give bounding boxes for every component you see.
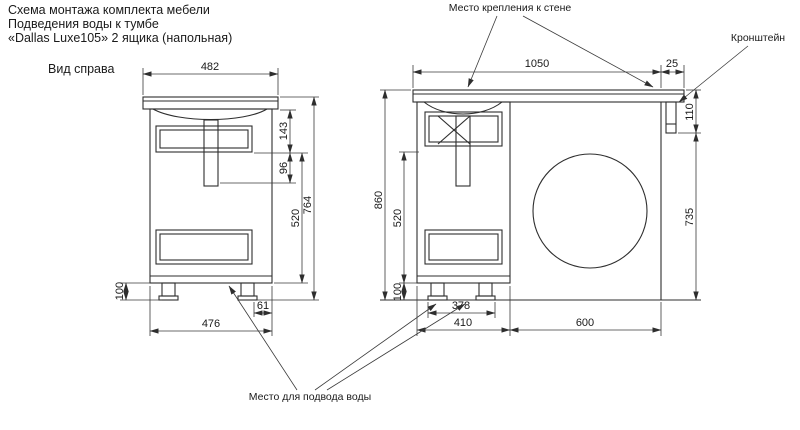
dim-410: 410	[454, 317, 472, 329]
wall-mount-label: Место крепления к стене	[449, 2, 572, 14]
side-countertop	[142, 96, 279, 110]
dim-735: 735	[684, 208, 696, 226]
header: Схема монтажа комплекта мебели Подведени…	[8, 3, 232, 76]
side-right-leg	[240, 282, 255, 297]
side-upper-drawer	[155, 125, 253, 153]
bracket-label: Кронштейн	[731, 32, 785, 44]
dim-860: 860	[373, 191, 385, 209]
front-left-leg	[430, 282, 445, 297]
side-view-drawing	[142, 96, 279, 301]
dim-143: 143	[278, 122, 290, 140]
dim-764: 764	[302, 196, 314, 214]
side-left-leg	[161, 282, 176, 297]
dim-61: 61	[257, 300, 269, 312]
dim-476: 476	[202, 318, 220, 330]
side-view-dim-labels: 482 143 96 520 764 100 476 61	[114, 61, 314, 330]
title-line3: «Dallas Luxe105» 2 ящика (напольная)	[8, 31, 232, 45]
dim-25: 25	[666, 58, 678, 70]
water-leader-side	[228, 285, 298, 391]
front-drain-pipe	[455, 115, 471, 187]
side-cabinet-body	[149, 108, 273, 284]
dim-100-side: 100	[114, 282, 126, 300]
bracket-shape	[665, 101, 677, 134]
washing-machine-drum	[532, 153, 648, 269]
dim-520-side: 520	[290, 209, 302, 227]
front-cabinet-body	[416, 101, 511, 284]
view-label: Вид справа	[48, 62, 115, 76]
front-view-dim-labels: 1050 25 110 735 860 520 100 378 410 600	[373, 58, 696, 329]
wall-mount-leader-left	[467, 15, 498, 88]
callouts: Место крепления к стене Кронштейн Место …	[228, 2, 785, 403]
dim-1050: 1050	[525, 58, 549, 70]
front-upper-drawer	[424, 111, 503, 147]
wall-mount-leader-right	[522, 15, 654, 88]
side-drain-pipe	[203, 119, 219, 187]
dim-520-front: 520	[392, 209, 404, 227]
bracket-leader	[678, 45, 749, 103]
side-sink-basin	[152, 108, 268, 121]
side-lower-drawer	[155, 229, 253, 265]
water-leader-front1	[314, 303, 437, 391]
front-right-leg	[478, 282, 493, 297]
side-view-dimensions	[120, 68, 319, 336]
front-countertop	[412, 89, 685, 103]
front-view-drawing	[380, 89, 701, 301]
water-supply-label: Место для подвода воды	[249, 391, 371, 403]
dim-600: 600	[576, 317, 594, 329]
title-line1: Схема монтажа комплекта мебели	[8, 3, 210, 17]
front-lower-shelf	[424, 229, 503, 265]
dim-482: 482	[201, 61, 219, 73]
dim-96: 96	[278, 162, 290, 174]
front-view-dimensions	[380, 65, 701, 336]
dim-110: 110	[684, 103, 696, 121]
water-leader-front2	[326, 303, 466, 391]
front-sink-basin	[423, 101, 503, 115]
title-line2: Подведения воды к тумбе	[8, 17, 159, 31]
dim-100-front: 100	[392, 283, 404, 301]
